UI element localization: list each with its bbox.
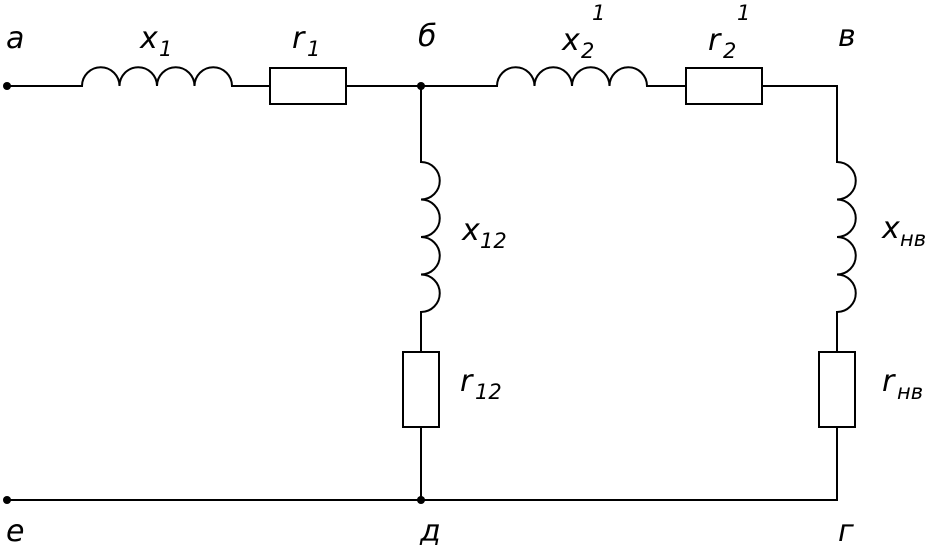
label-x1-subscript: 1 xyxy=(159,37,172,61)
label-x2: x 2 1 xyxy=(561,1,605,63)
label-x12-symbol: x xyxy=(461,213,480,248)
label-x1-symbol: x xyxy=(139,21,158,56)
label-r2-superscript: 1 xyxy=(737,1,750,25)
label-x2-symbol: x xyxy=(561,23,580,58)
inductor-x2 xyxy=(495,66,649,88)
node-label-v: в xyxy=(838,19,856,54)
junction-d-dot xyxy=(417,496,425,504)
label-r12-subscript: 12 xyxy=(475,380,502,404)
label-x12: x 12 xyxy=(461,213,507,253)
node-label-g: г xyxy=(838,514,854,549)
label-r1-symbol: r xyxy=(292,21,306,56)
label-r2-subscript: 2 xyxy=(723,39,736,63)
junction-b-dot xyxy=(417,82,425,90)
wire-r2-to-v xyxy=(761,85,838,163)
label-r1-subscript: 1 xyxy=(307,37,320,61)
node-label-e: е xyxy=(6,514,24,549)
inductor-xnv xyxy=(835,160,857,314)
terminal-e-dot xyxy=(3,496,11,504)
label-x1: x 1 xyxy=(139,21,172,61)
label-rnv: r нв xyxy=(882,364,923,404)
terminal-a-dot xyxy=(3,82,11,90)
label-xnv-symbol: x xyxy=(881,211,900,246)
resistor-r12 xyxy=(402,351,440,428)
node-label-a: а xyxy=(6,21,24,56)
resistor-r1 xyxy=(269,67,347,105)
label-r1: r 1 xyxy=(292,21,320,61)
label-rnv-symbol: r xyxy=(882,364,896,399)
label-xnv: x нв xyxy=(881,211,926,251)
label-r2: r 2 1 xyxy=(708,1,750,63)
label-x12-subscript: 12 xyxy=(480,229,507,253)
node-label-b: б xyxy=(418,19,437,54)
resistor-r2 xyxy=(685,67,763,105)
label-xnv-subscript: нв xyxy=(900,227,926,251)
label-x2-subscript: 2 xyxy=(581,39,594,63)
resistor-rnv xyxy=(818,351,856,428)
label-rnv-subscript: нв xyxy=(897,380,923,404)
inductor-x1 xyxy=(80,66,234,88)
label-r12: r 12 xyxy=(460,364,502,404)
node-label-d: д xyxy=(419,514,441,549)
label-r12-symbol: r xyxy=(460,364,474,399)
inductor-x12 xyxy=(419,160,441,314)
label-r2-symbol: r xyxy=(708,23,722,58)
label-x2-superscript: 1 xyxy=(592,1,605,25)
wires xyxy=(6,85,838,501)
